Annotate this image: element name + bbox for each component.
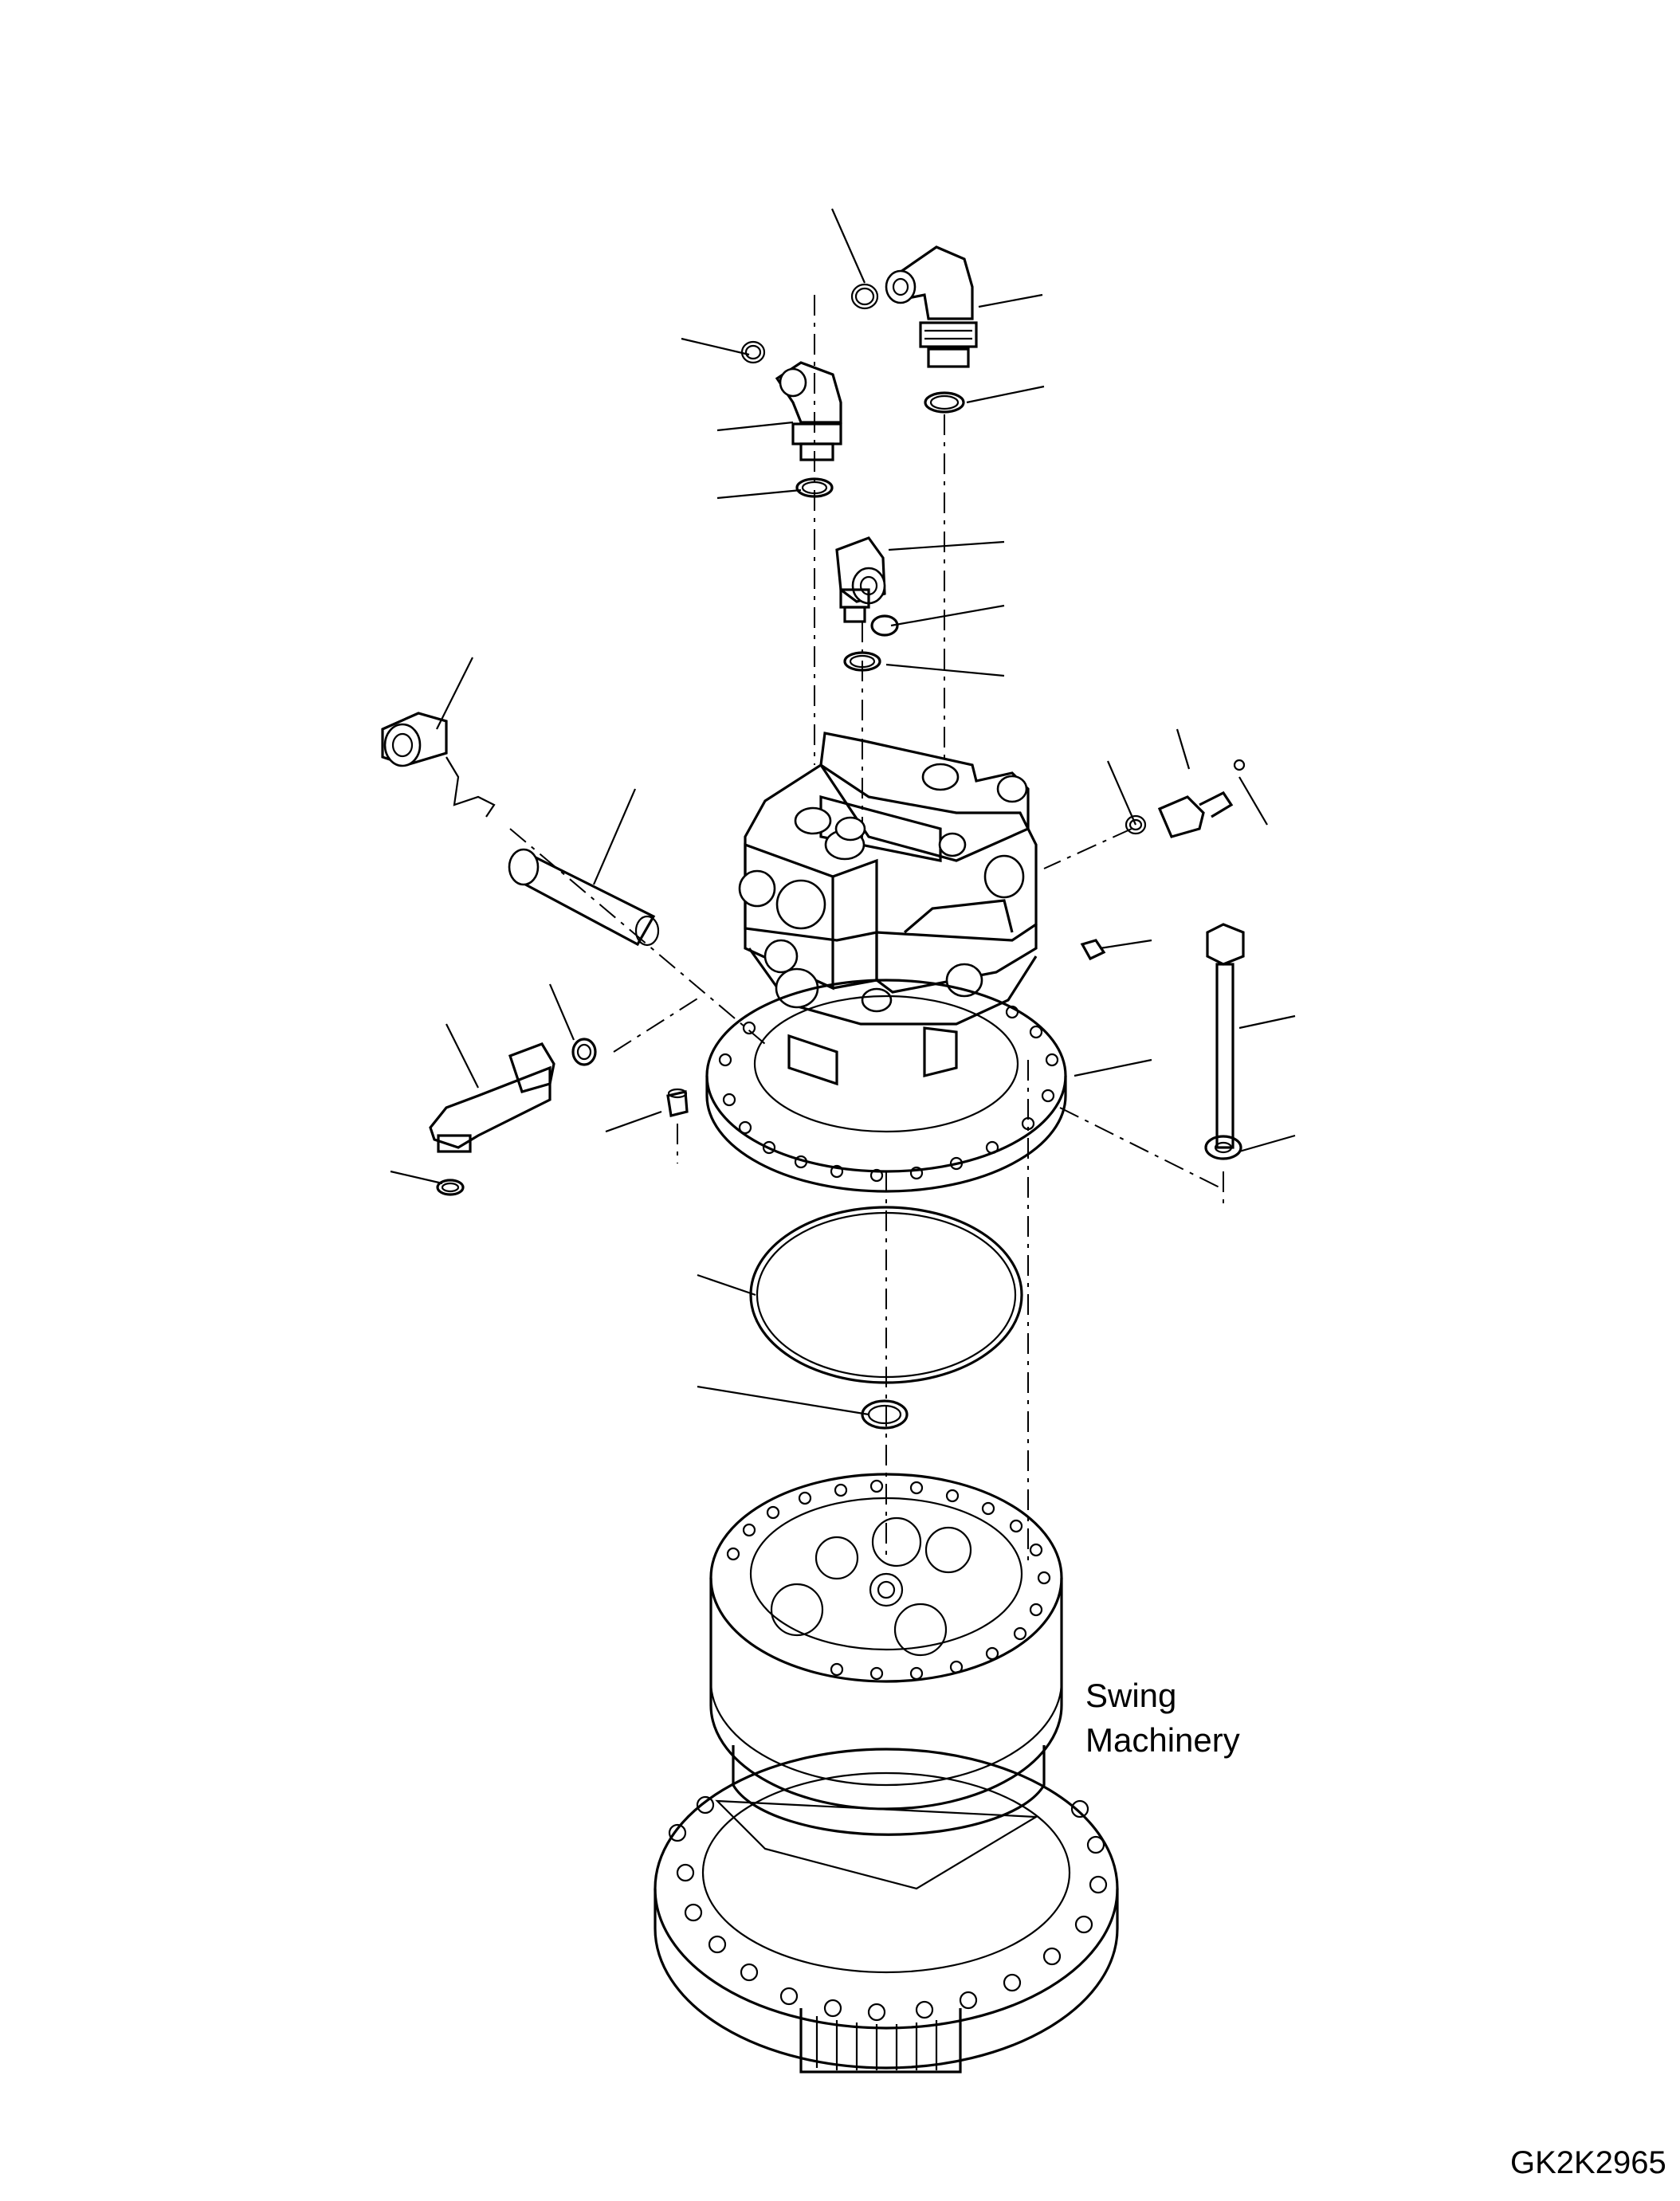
plug-small — [666, 1088, 689, 1117]
small-o-ring — [861, 1399, 909, 1430]
elbow-fitting-lower-left — [429, 1038, 597, 1196]
assembly-axis-lines — [509, 295, 1224, 1562]
swing-machinery-lower-flange — [654, 1745, 1119, 2073]
mounting-bolt — [1204, 923, 1245, 1160]
elbow-fitting-center — [835, 536, 899, 672]
swing-machinery-label: Swing Machinery — [1085, 1673, 1240, 1763]
hose-connector-left — [381, 712, 660, 947]
pressure-sensor-right — [1080, 759, 1246, 961]
large-o-ring — [749, 1206, 1023, 1384]
elbow-fitting-top-right — [850, 245, 978, 414]
leader-lines — [390, 208, 1296, 1416]
elbow-fitting-top-left — [740, 340, 842, 498]
swing-motor-body — [738, 732, 1038, 1026]
drawing-code: GK2K2965 — [1510, 2145, 1666, 2180]
motor-mounting-flange — [705, 979, 1067, 1193]
swing-label-line1: Swing — [1085, 1677, 1177, 1714]
swing-label-line2: Machinery — [1085, 1721, 1240, 1759]
